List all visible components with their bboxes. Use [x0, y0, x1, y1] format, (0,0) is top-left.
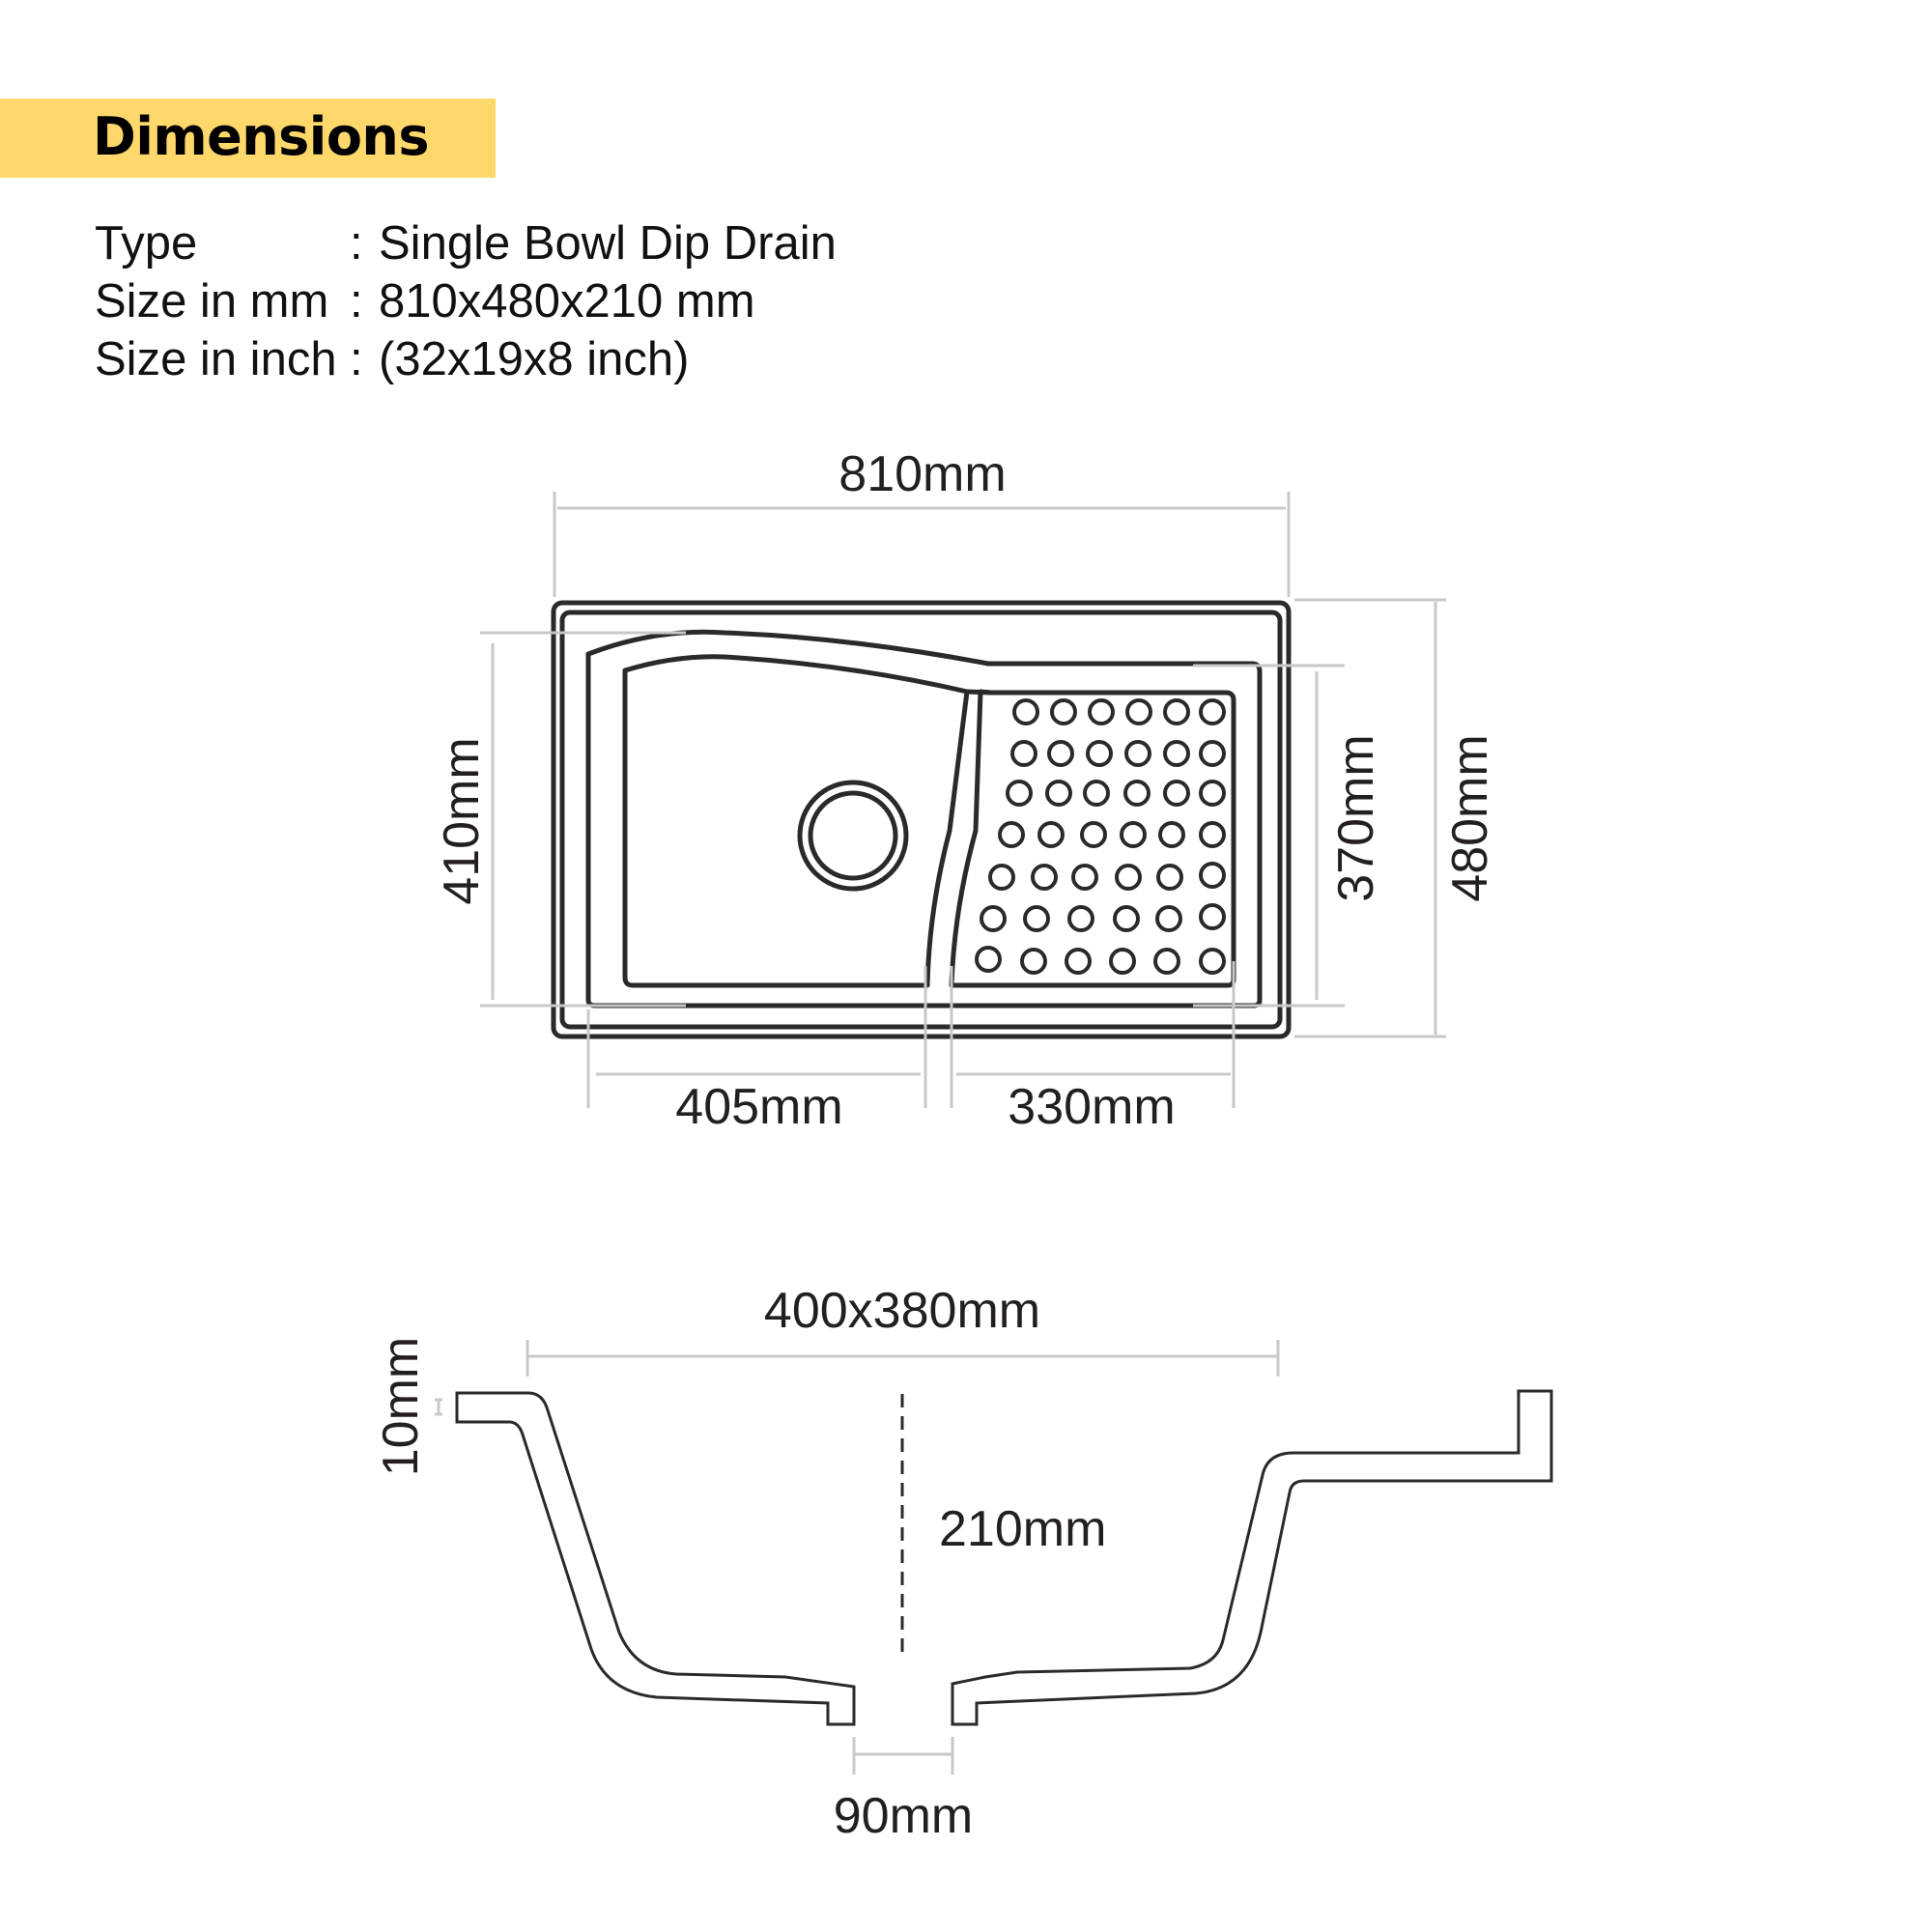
- spec-separator: :: [350, 217, 363, 270]
- spec-separator: :: [350, 333, 363, 385]
- spec-value: Single Bowl Dip Drain: [379, 217, 837, 270]
- dimension-rim-thickness: 10mm: [373, 1337, 442, 1476]
- title-banner: [0, 99, 496, 178]
- drain-outlet-icon: [797, 780, 909, 892]
- drainer-tray: [949, 689, 1236, 988]
- bowl-basin: [622, 654, 970, 988]
- dimension-label-480: 480mm: [1442, 734, 1498, 901]
- dimension-label-810: 810mm: [838, 446, 1006, 502]
- page-title: Dimensions: [93, 106, 430, 167]
- dimension-drain-width: 90mm: [834, 1737, 973, 1844]
- dimension-label-10: 10mm: [373, 1337, 429, 1476]
- spec-label: Size in mm: [95, 275, 329, 327]
- spec-label: Size in inch: [95, 333, 337, 385]
- dimension-overall-depth: 480mm: [1294, 598, 1498, 1038]
- dimension-bowl-depth: 410mm: [434, 631, 686, 1008]
- dimension-drainer-depth: 370mm: [1193, 664, 1384, 1008]
- section-view: 400x380mm 10mm 210mm 90mm: [373, 1283, 1553, 1844]
- dimension-label-410: 410mm: [434, 737, 490, 904]
- dimension-label-370: 370mm: [1328, 734, 1384, 901]
- sink-outer-rim: [551, 600, 1292, 1039]
- spec-separator: :: [350, 275, 363, 327]
- drainer-holes: [975, 698, 1226, 975]
- section-left-wall: [455, 1391, 856, 1726]
- section-right-wall: [951, 1389, 1553, 1726]
- spec-value: 810x480x210 mm: [379, 275, 755, 327]
- top-view: 810mm 41: [434, 446, 1498, 1135]
- divider-cap: [966, 689, 992, 696]
- dimension-bowl-size: 400x380mm: [526, 1283, 1280, 1377]
- dimension-bowl-width: 405mm: [586, 966, 927, 1135]
- spec-label: Type: [95, 217, 198, 270]
- dimension-drainer-width: 330mm: [950, 961, 1236, 1135]
- dimension-label-90: 90mm: [834, 1788, 973, 1844]
- dimension-label-405: 405mm: [675, 1079, 842, 1135]
- dimension-overall-width: 810mm: [553, 446, 1291, 597]
- sink-inner-rim: [559, 610, 1283, 1030]
- dimension-label-210: 210mm: [939, 1501, 1106, 1557]
- bowl-drainer-outline: [585, 629, 1263, 1009]
- spec-value: (32x19x8 inch): [379, 333, 690, 385]
- dimension-label-400x380: 400x380mm: [764, 1283, 1040, 1339]
- dimension-label-330: 330mm: [1008, 1079, 1175, 1135]
